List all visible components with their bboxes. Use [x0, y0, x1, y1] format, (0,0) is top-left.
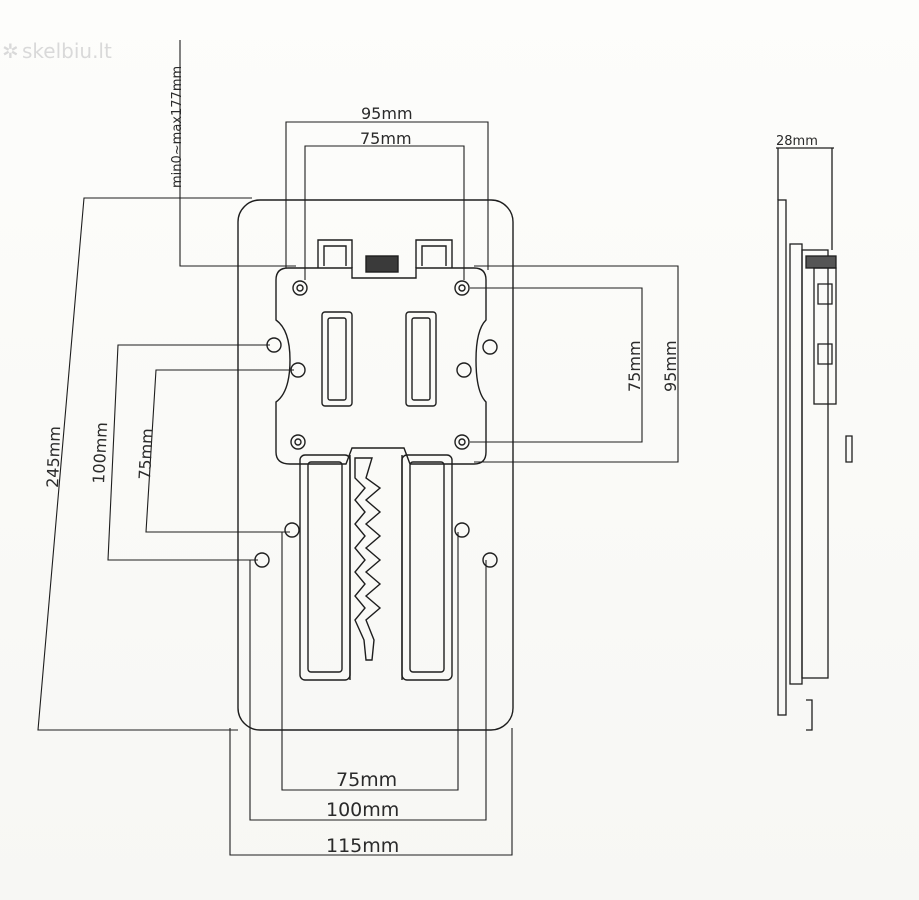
right-hook-inner [421, 245, 447, 266]
side-wall-plate [777, 199, 787, 716]
side-mount-body [801, 249, 829, 679]
rail-channel [349, 455, 403, 680]
right-inner-height-label: 75mm [625, 340, 644, 392]
vesa-slot-right-inner [411, 317, 431, 401]
bottom-inner-width-label: 75mm [336, 769, 397, 791]
side-view [776, 147, 853, 731]
back-plate-holes [254, 337, 498, 568]
vesa-screw-holes [290, 280, 470, 450]
bottom-mid-width-label: 100mm [326, 799, 399, 821]
left-inner-height-label: 75mm [135, 428, 157, 480]
right-outer-height-label: 95mm [661, 340, 680, 392]
ratchet-teeth [354, 457, 382, 661]
vesa-slot-left [321, 311, 353, 407]
right-hook [415, 239, 453, 268]
left-rail-inner [307, 461, 343, 673]
side-vesa-plate [813, 267, 837, 405]
top-outer-width-label: 95mm [361, 104, 413, 123]
vesa-slot-left-inner [327, 317, 347, 401]
top-inner-width-label: 75mm [360, 129, 412, 148]
side-lock-knob [805, 255, 837, 269]
depth-extension-lines [777, 148, 833, 250]
side-vesa-slots [817, 283, 833, 365]
slide-range-label: min0~max177mm [170, 66, 185, 188]
total-height-label: 245mm [43, 426, 64, 488]
side-slider [789, 243, 803, 685]
lock-knob [365, 255, 399, 273]
side-bottom-tab [806, 699, 813, 731]
back-plate-outline [237, 199, 514, 731]
bottom-outer-width-label: 115mm [326, 835, 399, 857]
vesa-plate [275, 267, 487, 465]
watermark-logo-icon: ✲ [2, 39, 19, 63]
watermark-text: skelbiu.lt [22, 39, 112, 63]
right-rail-inner [409, 461, 445, 673]
left-outer-height-label: 100mm [89, 422, 111, 485]
side-depth-label: 28mm [776, 134, 818, 149]
left-hook-inner [323, 245, 347, 266]
left-hook [317, 239, 353, 268]
dimension-lines [37, 40, 679, 856]
front-view [37, 40, 679, 856]
vesa-slot-right [405, 311, 437, 407]
side-screw [845, 435, 853, 463]
